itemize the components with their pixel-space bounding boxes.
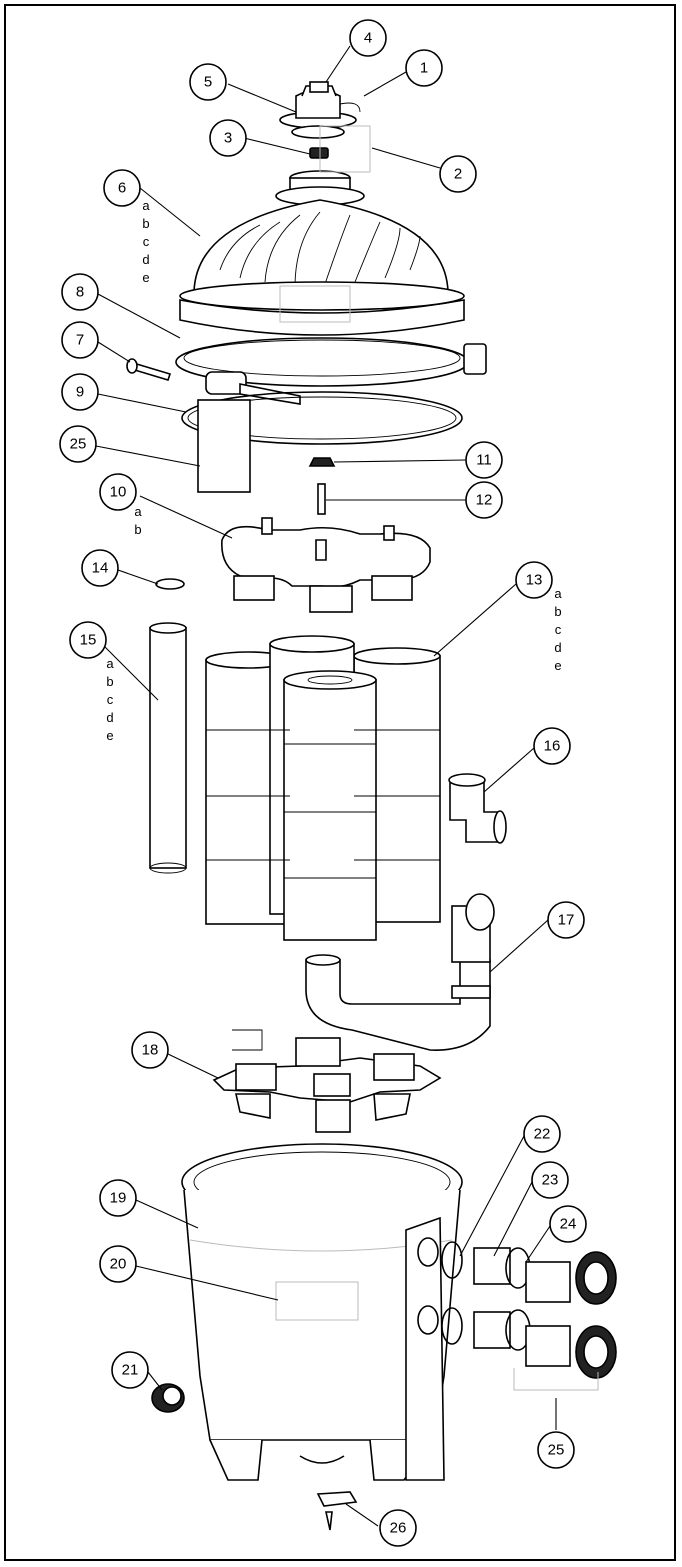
svg-text:b: b — [142, 216, 149, 231]
svg-text:12: 12 — [476, 492, 493, 509]
callout-3: 3 — [209, 119, 247, 157]
callout-14: 14 — [81, 549, 119, 587]
svg-text:5: 5 — [204, 74, 212, 91]
svg-text:9: 9 — [76, 384, 84, 401]
callout-26: 26 — [379, 1509, 417, 1547]
drawing-frame — [4, 4, 676, 1561]
variant-list-13: a b c d e — [554, 586, 562, 673]
svg-text:e: e — [554, 658, 561, 673]
svg-text:6: 6 — [118, 180, 126, 197]
callout-23: 23 — [531, 1161, 569, 1199]
variant-list-10: a b — [134, 504, 142, 537]
callout-10: 10 — [99, 473, 137, 511]
callout-1: 1 — [405, 49, 443, 87]
callout-4: 4 — [349, 19, 387, 57]
svg-text:17: 17 — [558, 912, 575, 929]
callout-25-label: 25 — [59, 425, 97, 463]
variant-list-15: a b c d e — [106, 656, 114, 743]
lower-manifold-drawing — [212, 1029, 442, 1133]
callout-11: 11 — [465, 441, 503, 479]
svg-text:11: 11 — [476, 452, 492, 469]
svg-text:1: 1 — [420, 60, 428, 77]
callout-19: 19 — [99, 1179, 137, 1217]
filter-cartridges-drawing — [205, 635, 441, 941]
leader-lines — [95, 45, 557, 1527]
callout-16: 16 — [533, 727, 571, 765]
svg-text:b: b — [554, 604, 561, 619]
svg-text:16: 16 — [544, 738, 561, 755]
callout-20: 20 — [99, 1245, 137, 1283]
svg-text:15: 15 — [80, 632, 97, 649]
callout-18: 18 — [131, 1031, 169, 1069]
svg-text:c: c — [107, 692, 114, 707]
callout-2: 2 — [439, 155, 477, 193]
svg-text:20: 20 — [110, 1256, 127, 1273]
filter-lid-drawing — [179, 125, 465, 336]
svg-text:d: d — [106, 710, 113, 725]
inlet-pipe-drawing — [305, 893, 495, 1051]
svg-text:7: 7 — [76, 332, 84, 349]
callout-5: 5 — [189, 63, 227, 101]
svg-text:4: 4 — [364, 30, 372, 47]
manifold-plug-drawing — [308, 457, 336, 515]
svg-text:c: c — [143, 234, 150, 249]
callout-24: 24 — [549, 1205, 587, 1243]
callout-17: 17 — [547, 901, 585, 939]
svg-text:22: 22 — [534, 1126, 551, 1143]
warning-label-drawing — [197, 399, 251, 493]
outlet-elbow-drawing — [448, 773, 507, 844]
callout-12: 12 — [465, 481, 503, 519]
small-o-ring-drawing — [155, 578, 185, 590]
callout-25-unions: 25 — [537, 1431, 575, 1469]
svg-text:26: 26 — [390, 1520, 407, 1537]
filter-tank-drawing — [181, 1143, 463, 1481]
callout-13: 13 — [515, 561, 553, 599]
callout-21: 21 — [111, 1351, 149, 1389]
drain-cap-drawing — [151, 1383, 185, 1413]
svg-text:10: 10 — [110, 484, 127, 501]
air-relief-valve-drawing — [279, 81, 361, 159]
svg-text:24: 24 — [560, 1216, 577, 1233]
union-fittings-drawing — [441, 1241, 617, 1391]
svg-text:a: a — [106, 656, 114, 671]
svg-text:a: a — [142, 198, 150, 213]
svg-text:25: 25 — [70, 436, 87, 453]
svg-text:21: 21 — [122, 1362, 139, 1379]
lid-o-ring-drawing — [181, 391, 463, 445]
callout-22: 22 — [523, 1115, 561, 1153]
callout-9: 9 — [61, 373, 99, 411]
svg-text:a: a — [134, 504, 142, 519]
svg-text:14: 14 — [92, 560, 109, 577]
svg-text:b: b — [134, 522, 141, 537]
svg-text:d: d — [554, 640, 561, 655]
svg-text:3: 3 — [224, 130, 232, 147]
svg-text:d: d — [142, 252, 149, 267]
svg-text:13: 13 — [526, 572, 543, 589]
clamp-bolt-drawing — [126, 358, 172, 381]
svg-text:e: e — [106, 728, 113, 743]
callout-15: 15 — [69, 621, 107, 659]
center-tube-drawing — [149, 622, 187, 874]
svg-text:19: 19 — [110, 1190, 127, 1207]
svg-text:25: 25 — [548, 1442, 565, 1459]
svg-text:18: 18 — [142, 1042, 159, 1059]
callout-7: 7 — [61, 321, 99, 359]
svg-text:b: b — [106, 674, 113, 689]
variant-list-6: a b c d e — [142, 198, 150, 285]
base-screw-drawing — [316, 1491, 358, 1531]
svg-text:23: 23 — [542, 1172, 559, 1189]
svg-text:2: 2 — [454, 166, 462, 183]
callout-8: 8 — [61, 273, 99, 311]
upper-manifold-drawing — [221, 517, 431, 613]
svg-text:c: c — [555, 622, 562, 637]
svg-text:e: e — [142, 270, 149, 285]
svg-text:a: a — [554, 586, 562, 601]
svg-text:8: 8 — [76, 284, 84, 301]
callout-6: 6 — [103, 169, 141, 207]
